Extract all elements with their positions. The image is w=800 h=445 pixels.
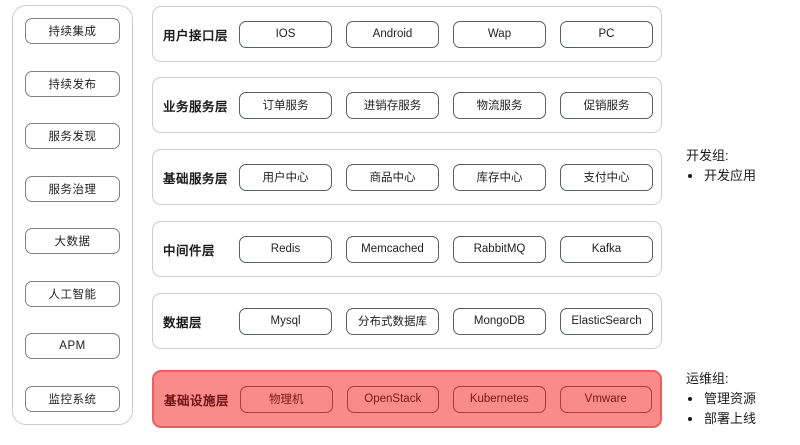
node-box-kubernetes[interactable]: Kubernetes — [453, 385, 546, 413]
bullet-dot-icon — [688, 174, 692, 179]
layer-node-strip: 订单服务 进销存服务 物流服务 促销服务 — [239, 78, 653, 132]
annotation-bullet-label: 管理资源 — [704, 391, 757, 407]
node-box-ios[interactable]: IOS — [239, 20, 332, 48]
node-box-logistics-service[interactable]: 物流服务 — [453, 91, 546, 119]
node-box-mongodb[interactable]: MongoDB — [453, 307, 546, 335]
layer-label: 中间件层 — [163, 243, 216, 258]
layer-label: 基础服务层 — [163, 171, 229, 186]
layer-row-data: 数据层 Mysql 分布式数据库 MongoDB ElasticSearch — [152, 293, 662, 349]
sidebar-item-label: 大数据 — [54, 236, 91, 249]
sidebar-item-label: APM — [59, 340, 86, 353]
layer-node-strip: 用户中心 商品中心 库存中心 支付中心 — [239, 150, 653, 204]
node-box-kafka[interactable]: Kafka — [560, 235, 653, 263]
node-box-physical-machine[interactable]: 物理机 — [240, 385, 333, 413]
layer-label: 业务服务层 — [163, 99, 229, 114]
layer-row-middleware: 中间件层 Redis Memcached RabbitMQ Kafka — [152, 221, 662, 277]
node-box-android[interactable]: Android — [346, 20, 439, 48]
node-box-promotion-service[interactable]: 促销服务 — [560, 91, 653, 119]
sidebar-item-big-data[interactable]: 大数据 — [25, 228, 120, 255]
node-box-rabbitmq[interactable]: RabbitMQ — [453, 235, 546, 263]
bullet-dot-icon — [688, 397, 692, 402]
layer-row-user-interface: 用户接口层 IOS Android Wap PC — [152, 6, 662, 62]
sidebar-item-service-governance[interactable]: 服务治理 — [25, 175, 120, 202]
node-box-memcached[interactable]: Memcached — [346, 235, 439, 263]
annotation-title: 运维组: — [686, 371, 729, 386]
sidebar-item-continuous-integration[interactable]: 持续集成 — [25, 18, 120, 44]
layer-node-strip: Redis Memcached RabbitMQ Kafka — [239, 222, 653, 276]
node-box-distributed-database[interactable]: 分布式数据库 — [346, 307, 439, 335]
layer-row-business-service: 业务服务层 订单服务 进销存服务 物流服务 促销服务 — [152, 77, 662, 133]
layer-label: 用户接口层 — [163, 28, 229, 43]
sidebar-item-label: 人工智能 — [48, 288, 97, 301]
node-box-stock-center[interactable]: 库存中心 — [453, 163, 546, 191]
sidebar-item-artificial-intelligence[interactable]: 人工智能 — [25, 280, 120, 307]
sidebar-item-label: 服务治理 — [48, 183, 97, 196]
node-box-order-service[interactable]: 订单服务 — [239, 91, 332, 119]
node-box-redis[interactable]: Redis — [239, 235, 332, 263]
sidebar-item-label: 持续集成 — [48, 26, 97, 38]
annotation-dev-team: 开发组: 开发应用 — [686, 146, 800, 186]
annotation-title: 开发组: — [686, 148, 729, 163]
layer-label: 数据层 — [163, 315, 203, 330]
layer-row-infrastructure: 基础设施层 物理机 OpenStack Kubernetes Vmware — [152, 370, 662, 428]
node-box-openstack[interactable]: OpenStack — [346, 385, 439, 413]
sidebar-item-list: 持续集成 持续发布 服务发现 服务治理 大数据 人工智能 APM 监控系统 — [13, 6, 132, 424]
node-box-product-center[interactable]: 商品中心 — [346, 163, 439, 191]
annotation-bullet-label: 部署上线 — [704, 411, 757, 427]
annotation-bullet-list: 开发应用 — [686, 166, 800, 186]
sidebar-item-label: 持续发布 — [48, 78, 97, 91]
node-box-wap[interactable]: Wap — [453, 20, 546, 48]
annotation-bullet-label: 开发应用 — [704, 168, 757, 184]
sidebar-item-service-discovery[interactable]: 服务发现 — [25, 123, 120, 150]
sidebar-item-apm[interactable]: APM — [25, 333, 120, 360]
architecture-layer-stack: 用户接口层 IOS Android Wap PC 业务服务层 订单服务 进销存服… — [152, 6, 662, 439]
sidebar-item-label: 监控系统 — [48, 393, 97, 406]
node-box-inventory-sales-service[interactable]: 进销存服务 — [346, 91, 439, 119]
annotation-bullet-item: 部署上线 — [686, 409, 800, 429]
node-box-vmware[interactable]: Vmware — [559, 385, 652, 413]
node-box-pc[interactable]: PC — [560, 20, 653, 48]
sidebar-item-monitoring-system[interactable]: 监控系统 — [25, 385, 120, 412]
layer-node-strip: 物理机 OpenStack Kubernetes Vmware — [240, 372, 652, 426]
annotation-bullet-item: 开发应用 — [686, 166, 800, 186]
node-box-mysql[interactable]: Mysql — [239, 307, 332, 335]
layer-node-strip: IOS Android Wap PC — [239, 7, 653, 61]
layer-row-basic-service: 基础服务层 用户中心 商品中心 库存中心 支付中心 — [152, 149, 662, 205]
sidebar-item-label: 服务发现 — [48, 131, 97, 144]
layer-node-strip: Mysql 分布式数据库 MongoDB ElasticSearch — [239, 294, 653, 348]
node-box-user-center[interactable]: 用户中心 — [239, 163, 332, 191]
sidebar-item-continuous-delivery[interactable]: 持续发布 — [25, 70, 120, 97]
node-box-elasticsearch[interactable]: ElasticSearch — [560, 307, 653, 335]
annotation-bullet-list: 管理资源 部署上线 — [686, 389, 800, 429]
node-box-payment-center[interactable]: 支付中心 — [560, 163, 653, 191]
annotation-bullet-item: 管理资源 — [686, 389, 800, 409]
bullet-dot-icon — [688, 417, 692, 422]
layer-label: 基础设施层 — [164, 393, 230, 408]
annotation-ops-team: 运维组: 管理资源 部署上线 — [686, 369, 800, 429]
devops-sidebar-panel: 持续集成 持续发布 服务发现 服务治理 大数据 人工智能 APM 监控系统 — [12, 5, 133, 425]
